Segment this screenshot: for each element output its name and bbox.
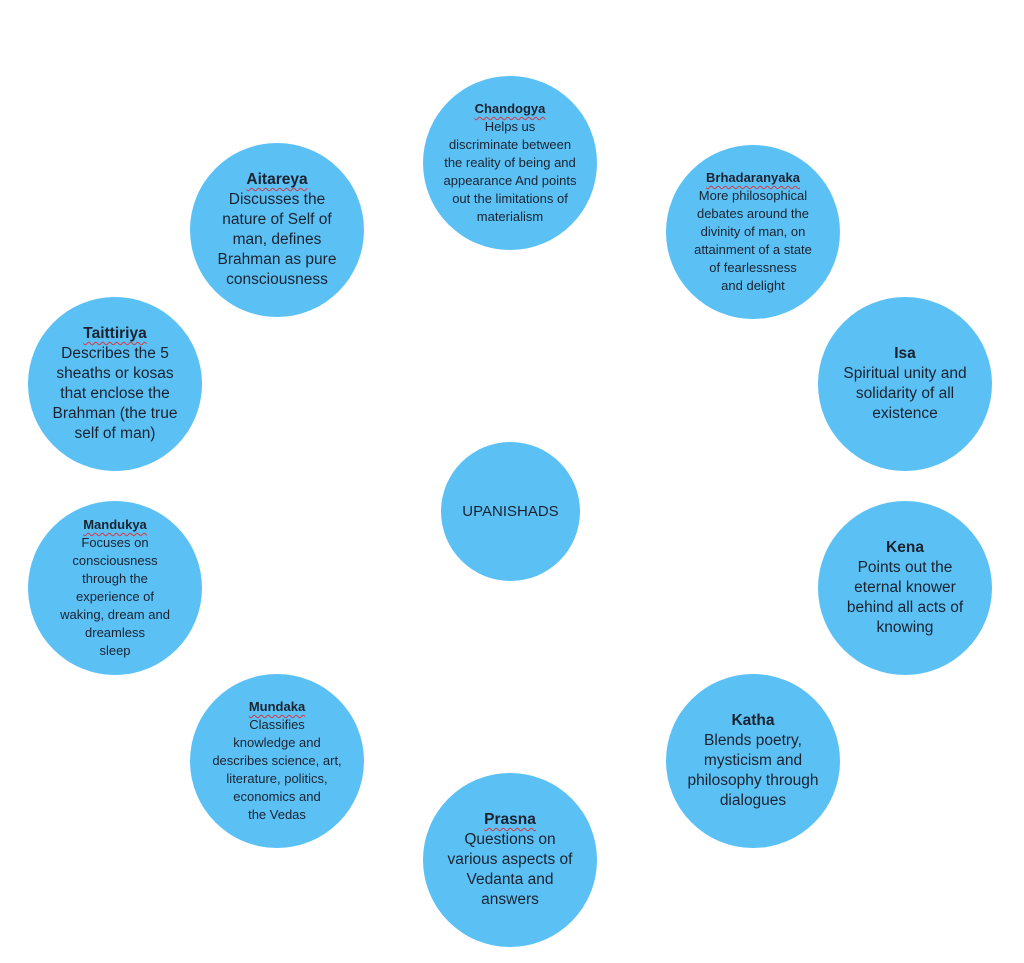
node-description: Blends poetry, mysticism and philosophy …: [687, 732, 819, 809]
node-chandogya: Chandogya Helps us discriminate between …: [423, 76, 597, 250]
node-description: Points out the eternal knower behind all…: [846, 559, 964, 636]
node-title: Katha: [731, 712, 775, 729]
node-description: Discusses the nature of Self of man, def…: [217, 191, 337, 288]
node-description: Helps us discriminate between the realit…: [443, 119, 577, 224]
node-prasna: Prasna Questions on various aspects of V…: [423, 773, 597, 947]
node-title: Mandukya: [83, 517, 147, 532]
center-node-upanishads: UPANISHADS: [441, 442, 580, 581]
node-title: Aitareya: [246, 171, 308, 188]
node-description: Describes the 5 sheaths or kosas that en…: [52, 345, 178, 442]
node-title: Brhadaranyaka: [706, 170, 800, 185]
node-title: Mundaka: [248, 699, 306, 714]
node-taittiriya: Taittiriya Describes the 5 sheaths or ko…: [28, 297, 202, 471]
node-katha: Katha Blends poetry, mysticism and philo…: [666, 674, 840, 848]
node-mandukya: Mandukya Focuses on consciousness throug…: [28, 501, 202, 675]
node-brhadaranyaka: Brhadaranyaka More philosophical debates…: [666, 145, 840, 319]
center-title: UPANISHADS: [462, 503, 559, 520]
node-aitareya: Aitareya Discusses the nature of Self of…: [190, 143, 364, 317]
node-title: Taittiriya: [83, 325, 147, 342]
node-description: Questions on various aspects of Vedanta …: [447, 831, 573, 908]
node-description: Focuses on consciousness through the exp…: [60, 535, 170, 658]
node-description: More philosophical debates around the di…: [694, 188, 812, 293]
node-mundaka: Mundaka Classifies knowledge and describ…: [190, 674, 364, 848]
node-description: Spiritual unity and solidarity of all ex…: [843, 365, 967, 422]
node-title: Chandogya: [474, 101, 546, 116]
node-title: Prasna: [484, 811, 536, 828]
node-description: Classifies knowledge and describes scien…: [212, 717, 342, 822]
node-title: Kena: [886, 539, 924, 556]
node-title: Isa: [894, 345, 916, 362]
node-kena: Kena Points out the eternal knower behin…: [818, 501, 992, 675]
node-isa: Isa Spiritual unity and solidarity of al…: [818, 297, 992, 471]
